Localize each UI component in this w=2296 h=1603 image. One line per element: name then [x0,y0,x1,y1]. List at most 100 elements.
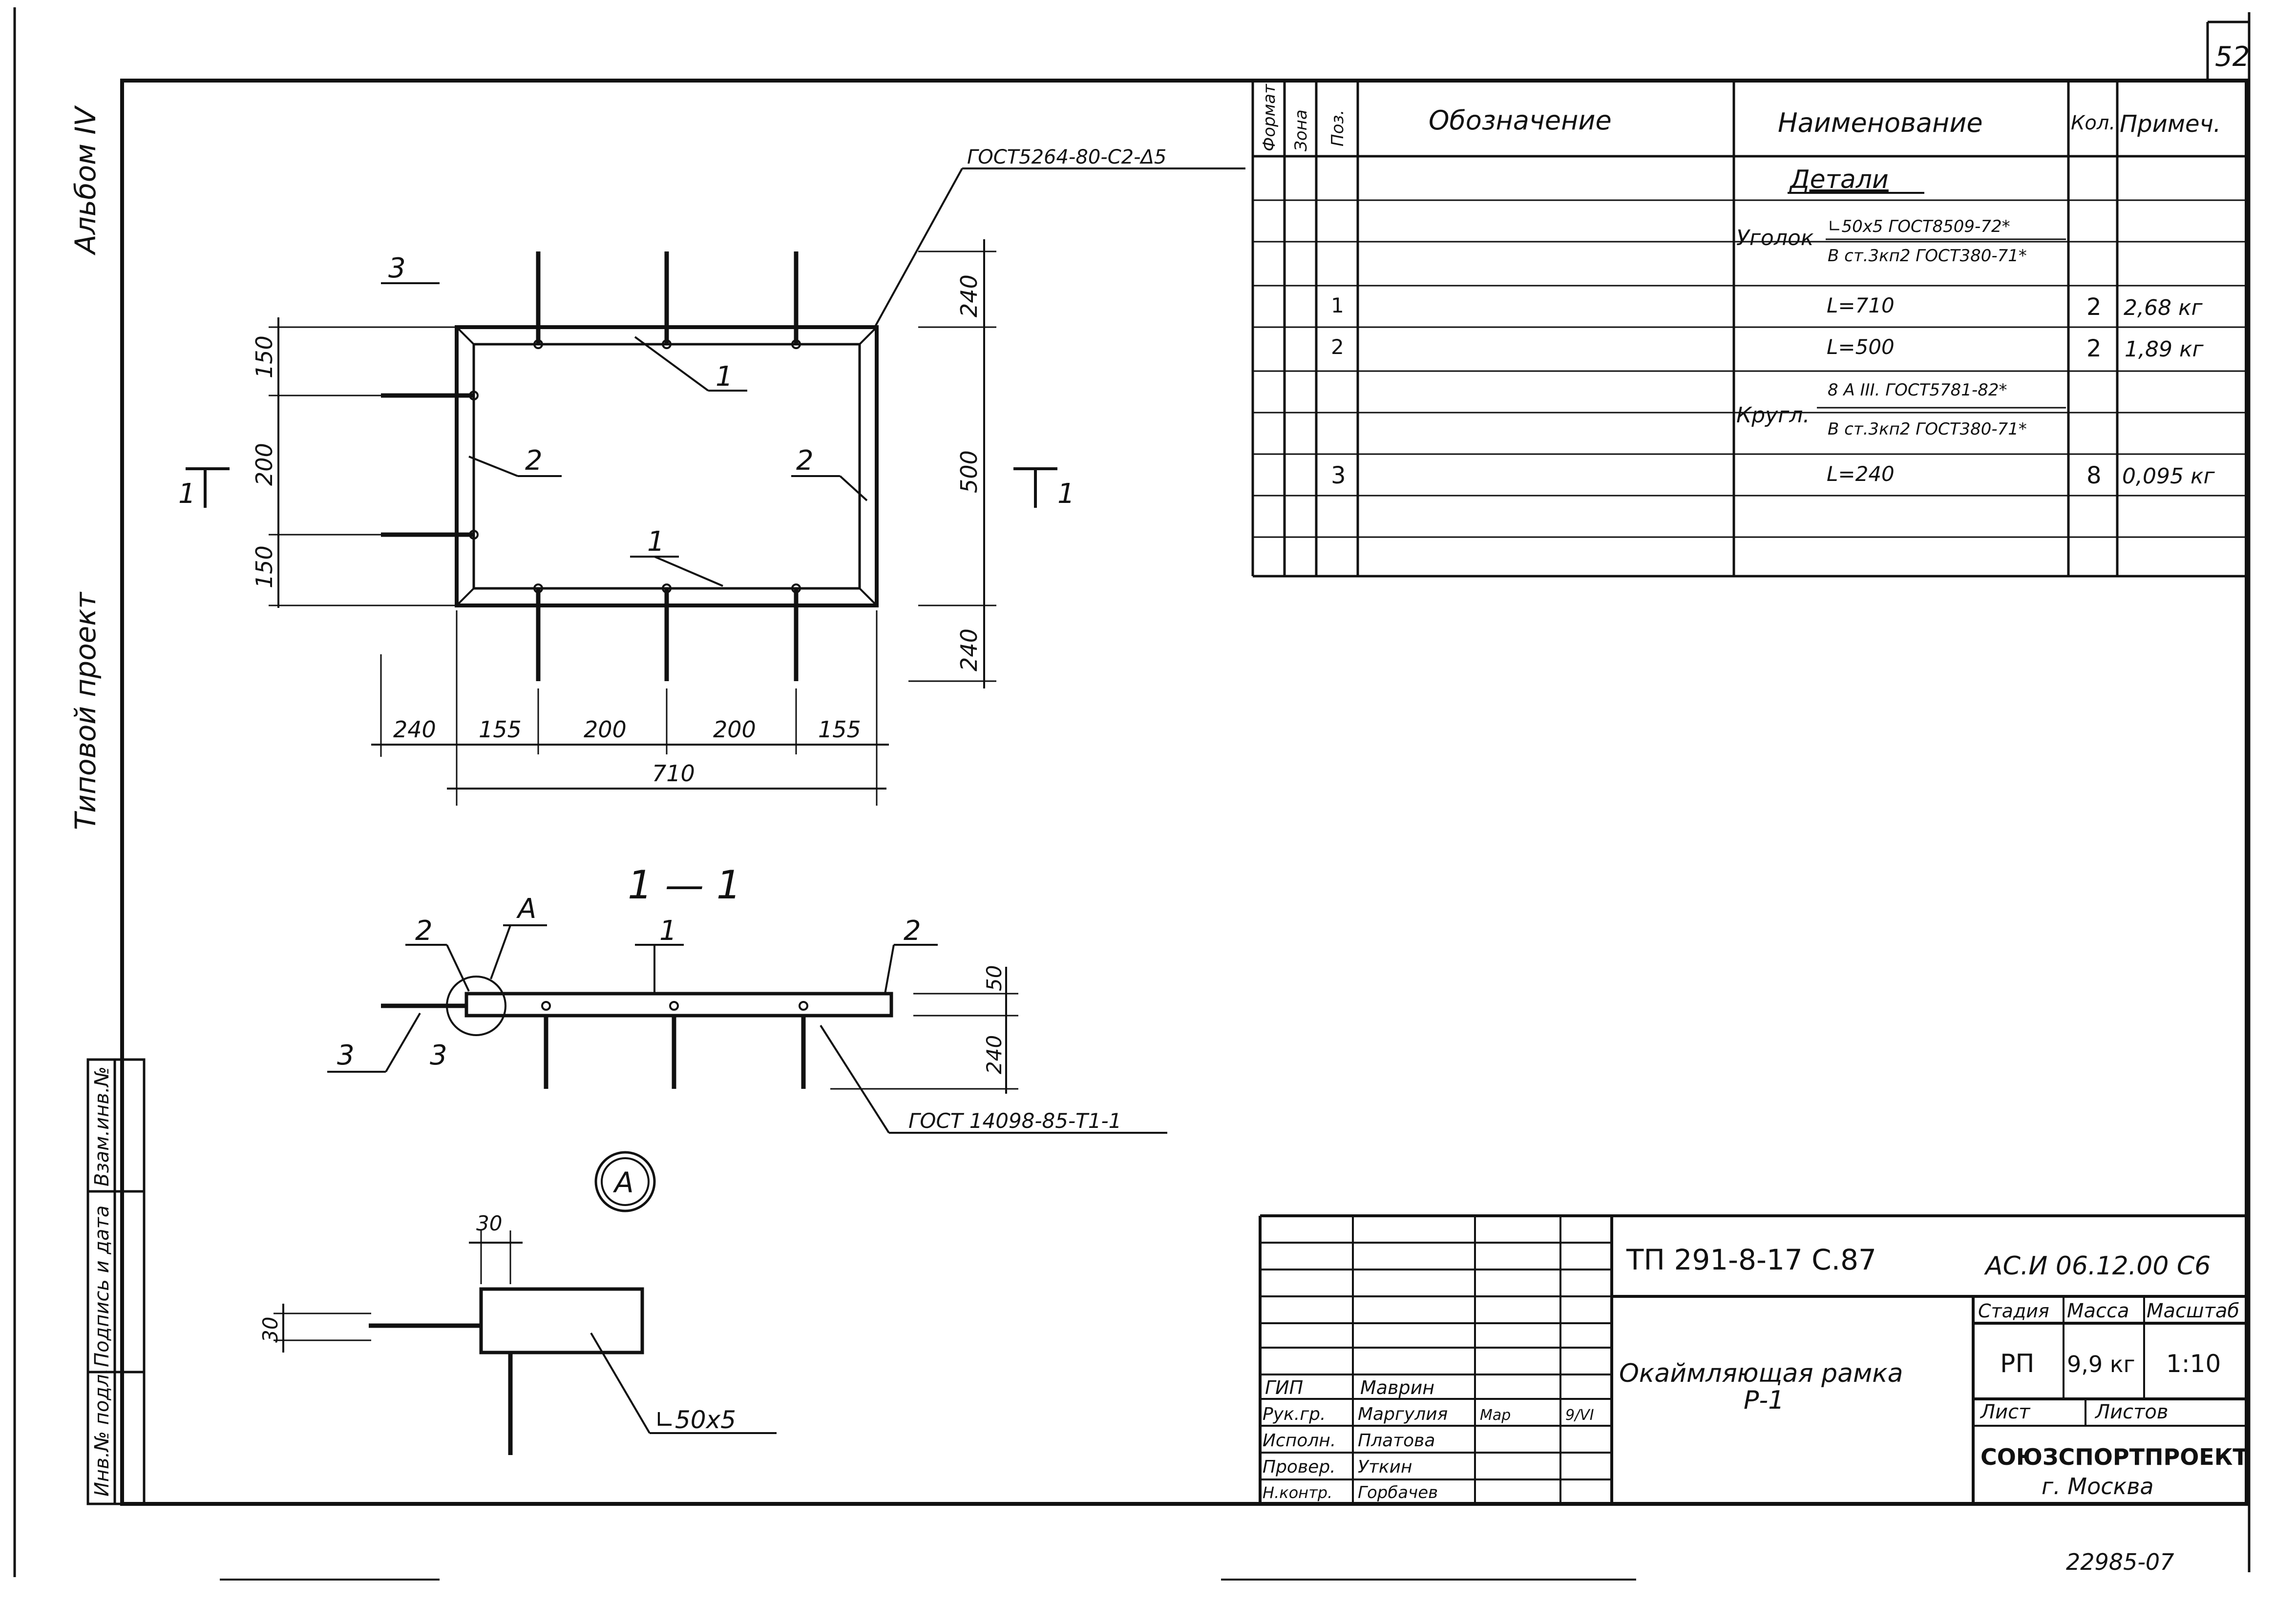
spec-header-designation: Обозначение [1429,105,1612,136]
dim-total: 710 [652,760,695,787]
spec-header-name: Наименование [1778,107,1983,138]
title-block: ТП 291-8-17 С.87 АС.И 06.12.00 С6 Окаймл… [1259,1214,2248,1504]
section-pos-3-b: 3 [430,1040,447,1071]
spec-rod-bottom: В ст.3кп2 ГОСТ380-71* [1828,419,2027,439]
side-stamp: Инв.№ подл. Подпись и дата Взам.инв.№ [86,1058,146,1505]
tb-date-2: 9/VI [1565,1407,1594,1424]
spec-header-pos: Поз. [1328,110,1348,146]
spec-angle-top: ∟50х5 ГОСТ8509-72* [1828,217,2010,236]
tb-drawing-code: АС.И 06.12.00 С6 [1984,1251,2211,1281]
tb-sheets-header: Листов [2094,1401,2168,1423]
side-stamp-col1: Инв.№ подл. [91,1368,113,1497]
section-weld-note: ГОСТ 14098-85-Т1-1 [908,1109,1121,1133]
section-pos-1: 1 [659,915,677,947]
spec-angle-bottom: В ст.3кп2 ГОСТ380-71* [1828,246,2027,266]
tb-project-code: ТП 291-8-17 С.87 [1626,1243,1876,1276]
spec-row-2-pos: 2 [1331,335,1344,359]
spec-table: Формат Зона Поз. Обозначение Наименовани… [1251,81,2247,578]
spec-rod-label: Кругл. [1736,403,1810,428]
spec-row-1-pos: 1 [1331,293,1344,317]
tb-sheet-header: Лист [1980,1401,2031,1423]
project-type-label: Типовой проект [69,591,102,830]
dim-right-1: 240 [956,274,982,317]
frame [13,7,2251,1581]
plan-pos-1-bottom: 1 [647,526,665,558]
spec-rod-top: 8 А III. ГОСТ5781-82* [1828,380,2007,400]
dim-left-2: 200 [251,443,277,486]
tb-role-2: Рук.гр. [1263,1404,1326,1424]
spec-header-qty: Кол. [2071,112,2115,134]
spec-row-1-name: L=710 [1827,293,1895,317]
dim-left-1: 150 [251,335,277,378]
tb-role-1: ГИП [1265,1377,1303,1398]
spec-angle-label: Уголок [1736,226,1814,250]
dim-left-3: 150 [251,545,277,588]
section-dim-height: 50 [982,965,1006,991]
spec-row-2-note: 1,89 кг [2125,337,2204,362]
tb-city: г. Москва [2042,1473,2154,1499]
section-pos-2-left: 2 [415,915,433,947]
tb-mass-header: Масса [2067,1300,2129,1322]
spec-row-2-qty: 2 [2086,335,2102,362]
detail-profile: ∟50х5 [654,1406,736,1434]
spec-row-2-name: L=500 [1827,335,1895,359]
archive-number: 22985-07 [2066,1549,2174,1575]
spec-header-note: Примеч. [2120,110,2221,138]
detail-dim-b: 30 [258,1317,282,1343]
plan-pos-1-top: 1 [716,361,733,393]
album-label: Альбом IV [69,105,102,256]
spec-row-1-note: 2,68 кг [2124,295,2203,320]
spec-row-1-qty: 2 [2086,293,2102,321]
tb-sign-2: Мар [1480,1407,1511,1424]
dim-bottom-5: 155 [818,716,861,743]
detail-title: А [612,1166,634,1199]
dim-bottom-4: 200 [713,716,756,743]
tb-name-3: Платова [1358,1431,1435,1451]
tb-name-1: Маврин [1360,1377,1434,1398]
detail-view: А 30 30 ∟50х5 [258,1151,777,1455]
section-pos-2-right: 2 [904,915,921,947]
detail-dim-a: 30 [476,1211,502,1235]
tb-role-5: Н.контр. [1263,1483,1332,1502]
plan-view: ГОСТ5264-80-С2-Δ5 1 1 2 2 3 1 1 150 200 … [178,146,1245,806]
tb-role-4: Провер. [1263,1457,1336,1477]
section-title: 1 — 1 [628,862,741,908]
side-stamp-col3: Взам.инв.№ [91,1066,113,1187]
plan-weld-note: ГОСТ5264-80-С2-Δ5 [967,146,1166,168]
tb-name-2: Маргулия [1358,1404,1448,1424]
tb-title-line1: Окаймляющая рамка [1619,1359,1903,1388]
plan-pos-2-right: 2 [796,445,814,477]
tb-name-5: Горбачев [1358,1483,1438,1502]
tb-mass: 9,9 кг [2067,1351,2135,1377]
tb-org: СОЮЗСПОРТПРОЕКТ [1980,1444,2248,1470]
page-number: 52 [2215,41,2250,73]
dim-bottom-1: 240 [393,716,436,743]
side-stamp-col2: Подпись и дата [91,1206,113,1367]
tb-title-line2: Р-1 [1744,1386,1784,1415]
section-mark-right: 1 [1057,478,1075,510]
dim-bottom-2: 155 [479,716,522,743]
section-callout: А [516,893,536,925]
spec-header-format: Формат [1260,83,1279,151]
tb-name-4: Уткин [1358,1457,1412,1477]
tb-role-3: Исполн. [1263,1431,1336,1451]
section-view: 1 — 1 А 2 1 2 3 3 ГОСТ [327,862,1167,1134]
spec-header-zone: Зона [1291,109,1311,151]
tb-scale: 1:10 [2166,1350,2221,1378]
section-mark-left: 1 [178,478,196,510]
spec-row-3-name: L=240 [1827,462,1895,486]
tb-stage-header: Стадия [1978,1300,2049,1322]
dim-right-3: 240 [956,628,982,671]
tb-stage: РП [2000,1349,2034,1378]
dim-right-2: 500 [956,450,982,493]
section-dim-rod: 240 [982,1035,1006,1074]
spec-row-3-qty: 8 [2086,462,2102,489]
spec-row-3-pos: 3 [1331,462,1346,489]
spec-section-title: Детали [1789,165,1889,194]
plan-pos-3: 3 [388,252,406,284]
spec-row-3-note: 0,095 кг [2122,464,2215,489]
section-pos-3-a: 3 [337,1040,355,1071]
tb-scale-header: Масштаб [2147,1300,2239,1322]
dim-bottom-3: 200 [584,716,627,743]
